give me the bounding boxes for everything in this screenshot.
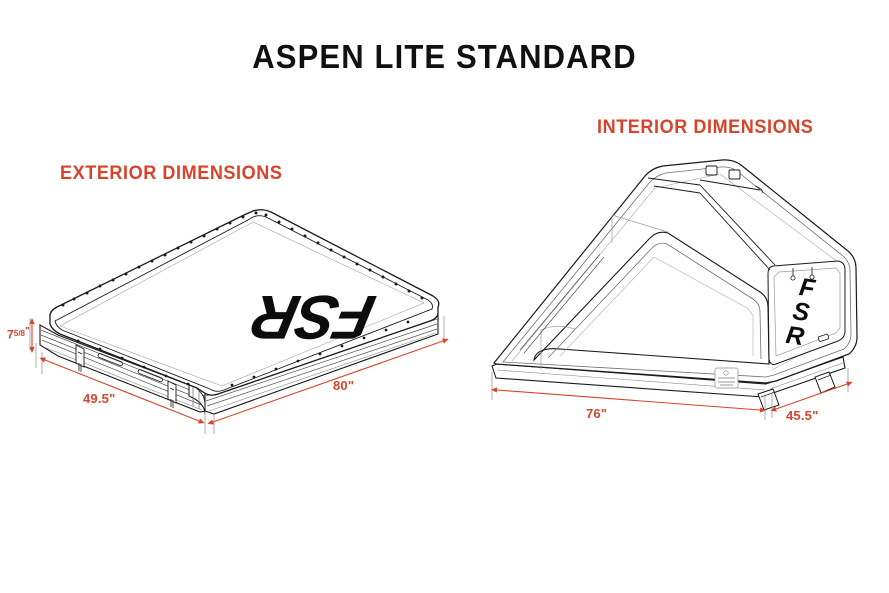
tent-base-platform — [491, 356, 846, 398]
tent-gas-strut — [519, 253, 605, 354]
side-tag-icon — [817, 333, 830, 342]
shell-corner-block — [188, 382, 206, 415]
interior-width-dimension-line — [770, 381, 853, 412]
interior-dimensions-heading: INTERIOR DIMENSIONS — [597, 117, 814, 138]
exterior-dimension-lines — [29, 316, 449, 434]
interior-width-label: 45.5" — [786, 408, 819, 423]
svg-text:R: R — [784, 321, 806, 351]
closed-shell-body: FSR — [39, 209, 440, 415]
exterior-dimensions-heading: EXTERIOR DIMENSIONS — [60, 163, 283, 184]
tent-ridge-hardware — [699, 165, 764, 194]
interior-product-drawing: F S R — [491, 159, 858, 411]
svg-text:F: F — [798, 273, 818, 303]
width-dimension-line — [39, 357, 205, 424]
shell-latch-front-left — [75, 344, 85, 372]
lid-rivets — [61, 211, 424, 387]
shell-side-slots — [97, 353, 163, 383]
fsr-logo-side: F S R — [784, 273, 817, 351]
fsr-logo-lid: FSR — [246, 282, 380, 351]
interior-length-dimension-line — [491, 387, 766, 413]
exterior-width-label: 49.5" — [83, 391, 116, 406]
svg-text:FSR: FSR — [246, 282, 380, 351]
tent-interior-wall — [540, 214, 669, 370]
interior-length-label: 76" — [586, 406, 608, 421]
height-fraction: 5/8 — [13, 329, 25, 339]
svg-text:S: S — [791, 297, 812, 327]
length-dimension-line — [207, 338, 449, 425]
exterior-height-label: 75/8" — [7, 326, 30, 342]
shell-latch-front-right — [167, 380, 177, 408]
page-title: ASPEN LITE STANDARD — [252, 38, 637, 75]
tent-window-opening — [533, 231, 770, 365]
tent-shell-outline — [493, 159, 858, 384]
ladder-mount-left — [757, 388, 780, 411]
tent-side-panel: F S R — [767, 260, 846, 365]
exterior-length-label: 80" — [333, 378, 355, 393]
ladder-mount-right — [814, 371, 836, 394]
shell-lid — [49, 209, 440, 396]
shell-front-extrusion — [39, 324, 206, 413]
tent-support-struts — [647, 177, 776, 271]
product-badge — [714, 367, 739, 389]
shell-side-extrusion — [204, 313, 439, 415]
